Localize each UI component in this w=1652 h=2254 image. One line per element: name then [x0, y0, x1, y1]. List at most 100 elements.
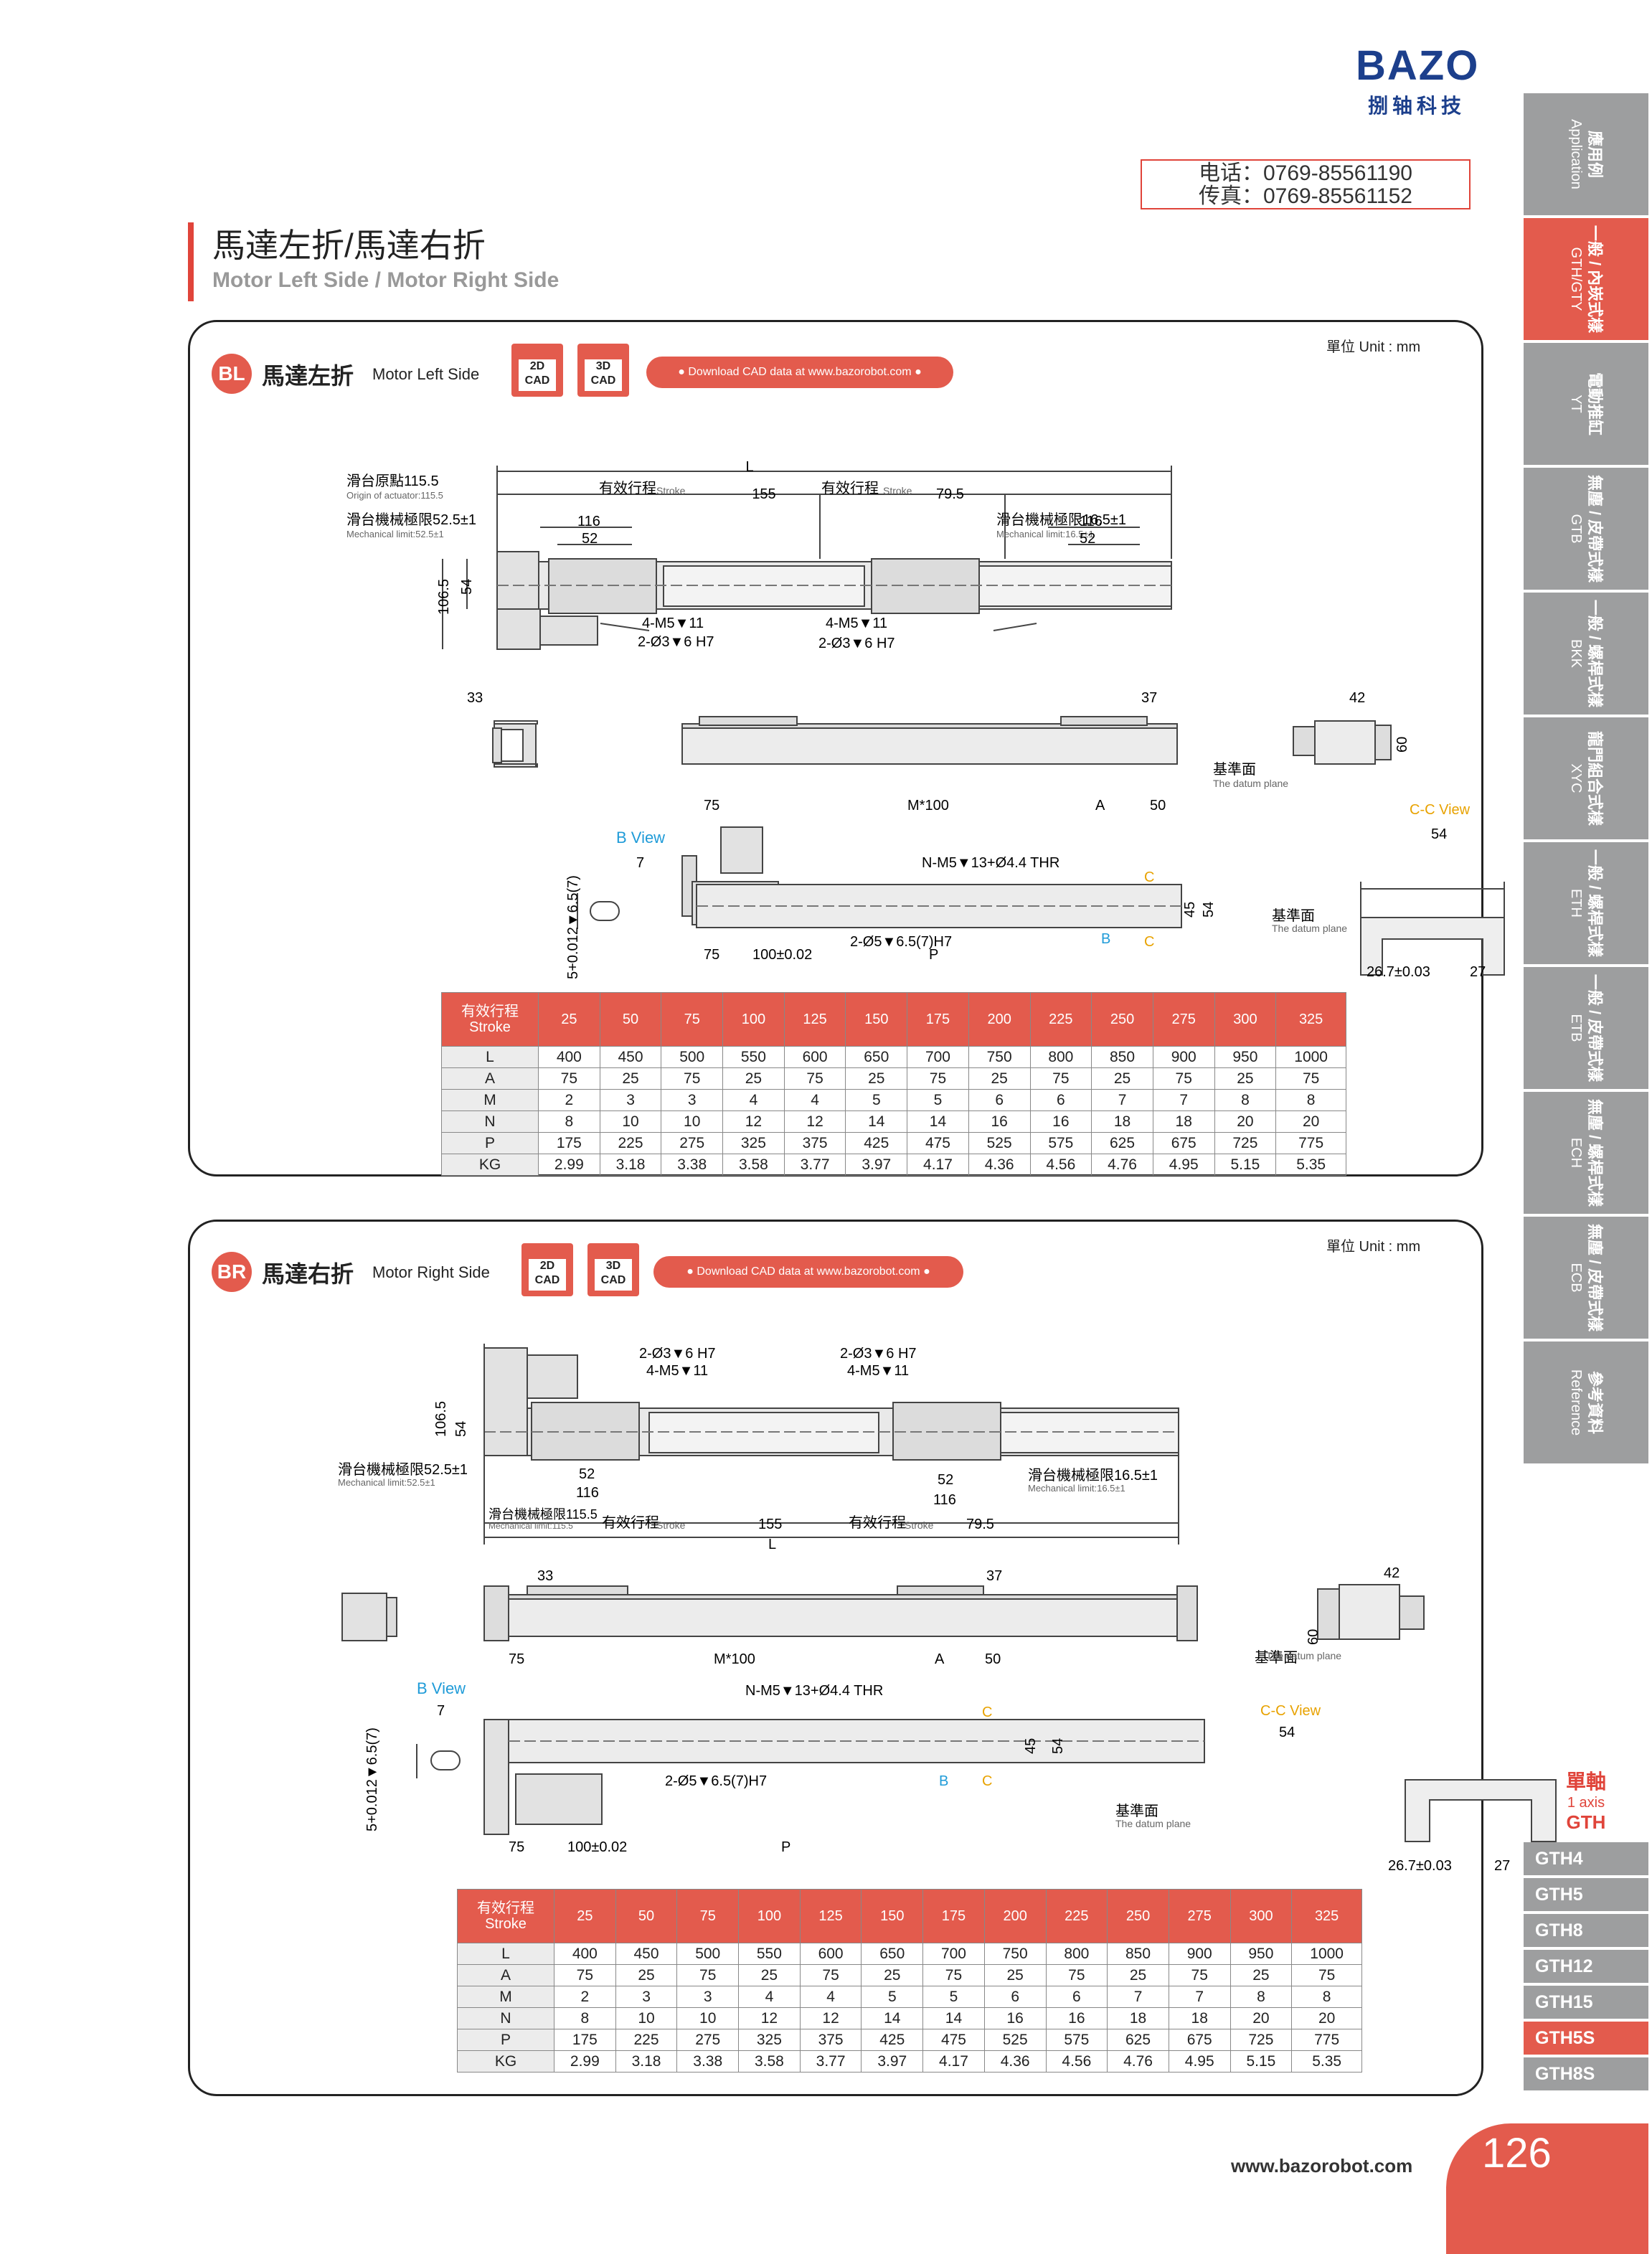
svg-text:45: 45	[1023, 1738, 1039, 1754]
stroke-col-header: 200	[983, 1889, 1047, 1943]
svg-text:滑台機械極限16.5±1: 滑台機械極限16.5±1	[1028, 1467, 1158, 1484]
model-tab-1[interactable]: GTH5	[1524, 1878, 1648, 1911]
table-cell: 275	[676, 2029, 740, 2051]
model-tab-4[interactable]: GTH15	[1524, 1986, 1648, 2019]
svg-text:M*100: M*100	[907, 798, 949, 814]
unit-label: 單位 Unit : mm	[1326, 339, 1421, 355]
table-cell: 400	[554, 1943, 616, 1965]
svg-text:116: 116	[933, 1492, 956, 1508]
table-cell: 3.38	[676, 2050, 740, 2073]
svg-text:75: 75	[509, 1651, 524, 1667]
table-cell: 18	[1091, 1111, 1153, 1133]
table-cell: 3	[615, 1986, 678, 2008]
table-cell: 4.95	[1152, 1154, 1215, 1176]
stroke-col-header: 275	[1152, 992, 1215, 1047]
axis-label: 單軸 1 axis GTH	[1524, 1766, 1648, 1834]
footer-url[interactable]: www.bazorobot.com	[1231, 2155, 1413, 2177]
svg-text:75: 75	[509, 1839, 524, 1855]
table-cell: 5.15	[1229, 2050, 1293, 2073]
model-tab-2[interactable]: GTH8	[1524, 1914, 1648, 1947]
svg-text:2-Ø3▼6 H7: 2-Ø3▼6 H7	[818, 636, 895, 651]
table-cell: 3.77	[799, 2050, 862, 2073]
table-cell: 7	[1107, 1986, 1169, 2008]
table-cell: 8	[1275, 1089, 1346, 1111]
table-cell: 425	[861, 2029, 924, 2051]
table-cell: 6	[968, 1089, 1031, 1111]
svg-text:有效行程: 有效行程	[849, 1514, 906, 1531]
table-cell: 25	[1107, 1964, 1169, 1986]
table-cell: 25	[722, 1067, 785, 1090]
table-cell: 75	[1168, 1964, 1231, 1986]
page-number: 126	[1482, 2130, 1552, 2177]
table-cell: 14	[922, 2007, 985, 2029]
model-tab-3[interactable]: GTH12	[1524, 1950, 1648, 1983]
table-cell: 75	[1275, 1067, 1346, 1090]
stroke-col-header: 100	[722, 992, 785, 1047]
svg-text:54: 54	[1431, 826, 1447, 842]
table-cell: 625	[1091, 1132, 1153, 1154]
svg-text:Mechanical limit:115.5: Mechanical limit:115.5	[488, 1521, 573, 1531]
model-tab-5[interactable]: GTH5S	[1524, 2022, 1648, 2055]
download-cad-link[interactable]: ● Download CAD data at www.bazorobot.com…	[646, 357, 953, 388]
svg-text:60: 60	[1306, 1629, 1321, 1645]
table-cell: 550	[722, 1046, 785, 1068]
svg-text:27: 27	[1494, 1858, 1510, 1874]
stroke-col-header: 175	[907, 992, 969, 1047]
model-tab-6[interactable]: GTH8S	[1524, 2057, 1648, 2090]
table-cell: 25	[861, 1964, 924, 1986]
table-cell: 650	[861, 1943, 924, 1965]
axis-model: GTH	[1566, 1811, 1606, 1833]
row-label: KG	[457, 2050, 554, 2073]
table-cell: 5.35	[1275, 1154, 1346, 1176]
table-cell: 4.56	[1045, 2050, 1108, 2073]
model-tab-0[interactable]: GTH4	[1524, 1842, 1648, 1875]
table-cell: 10	[661, 1111, 724, 1133]
page-title-en: Motor Left Side / Motor Right Side	[212, 268, 560, 292]
mech-limit-left: 滑台機械極限52.5±1	[346, 511, 476, 528]
table-cell: 4	[722, 1089, 785, 1111]
svg-text:4-M5▼11: 4-M5▼11	[642, 616, 704, 631]
table-cell: 225	[615, 2029, 678, 2051]
svg-text:155: 155	[758, 1517, 782, 1532]
table-cell: 2.99	[538, 1154, 600, 1176]
table-cell: 25	[1214, 1067, 1277, 1090]
svg-text:The datum plane: The datum plane	[1213, 778, 1288, 789]
table-cell: 4.95	[1168, 2050, 1231, 2073]
svg-text:37: 37	[986, 1568, 1002, 1584]
table-cell: 20	[1214, 1111, 1277, 1133]
download-cad-link[interactable]: ● Download CAD data at www.bazorobot.com…	[653, 1256, 963, 1288]
table-cell: 450	[615, 1943, 678, 1965]
svg-text:33: 33	[537, 1568, 553, 1584]
svg-text:Stroke: Stroke	[656, 1519, 686, 1531]
table-cell: 4.56	[1029, 1154, 1092, 1176]
row-label: N	[457, 2007, 554, 2029]
table-cell: 725	[1229, 2029, 1293, 2051]
stroke-col-header: 175	[922, 1889, 985, 1943]
table-cell: 75	[661, 1067, 724, 1090]
table-cell: 850	[1091, 1046, 1153, 1068]
svg-text:C: C	[1144, 869, 1154, 885]
